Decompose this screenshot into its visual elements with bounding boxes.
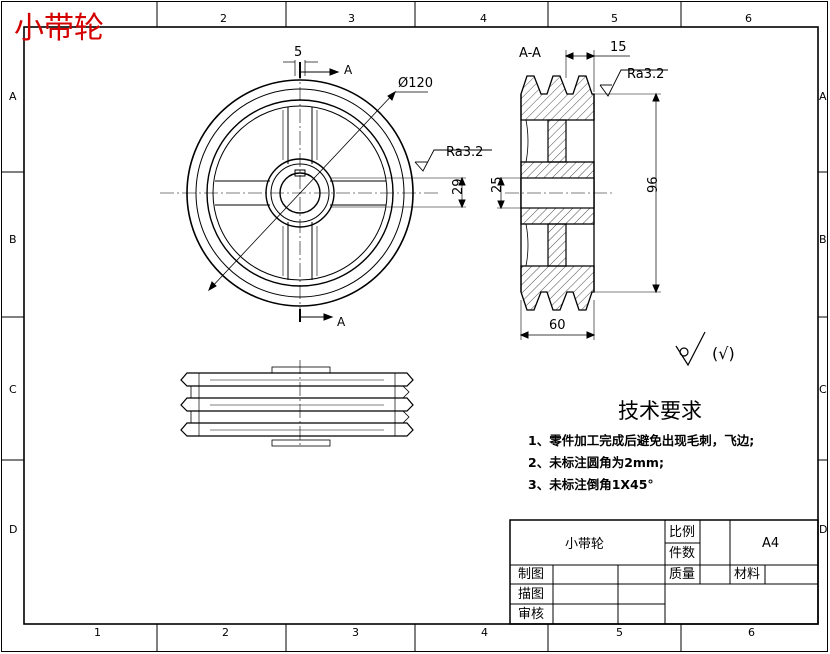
section-view-labels: A-A 15 Ra3.2 25 96 60 (490, 40, 664, 333)
tech-requirement-1: 1、零件加工完成后避免出现毛刺，飞边; (528, 433, 755, 448)
grid-row-d-left: D (9, 523, 17, 536)
grid-col-bottom-4: 4 (481, 626, 488, 639)
grid-col-top-4: 4 (480, 12, 487, 25)
title-block-checked-label: 审核 (518, 607, 545, 622)
dim-diameter: Ø120 (398, 76, 433, 91)
tech-requirements-title: 技术要求 (618, 399, 702, 423)
section-label: A-A (519, 46, 541, 61)
dim-rim-width: 15 (610, 40, 627, 55)
dim-key-width: 5 (294, 45, 302, 60)
section-view (497, 50, 668, 340)
dim-bore: 25 (490, 176, 505, 193)
title-block-mass-label: 质量 (669, 567, 696, 582)
grid-row-c-left: C (9, 383, 17, 396)
grid-row-b-left: B (9, 233, 17, 246)
surface-finish-symbol (675, 331, 706, 367)
tech-requirement-2: 2、未标注圆角为2mm; (528, 455, 664, 470)
roughness-section: Ra3.2 (627, 67, 664, 82)
side-view (180, 360, 414, 448)
grid-row-a-left: A (9, 90, 17, 103)
grid-col-top-3: 3 (348, 12, 355, 25)
grid-row-d-right: D (819, 523, 827, 536)
roughness-front: Ra3.2 (446, 145, 483, 160)
grid-col-bottom-5: 5 (616, 626, 623, 639)
front-view-labels: 5 A A Ø120 Ra3.2 29 (294, 45, 483, 329)
grid-col-bottom-6: 6 (748, 626, 755, 639)
tech-requirement-3: 3、未标注倒角1X45° (528, 477, 654, 492)
title-block-drawn-label: 制图 (518, 567, 545, 582)
grid-col-bottom-3: 3 (352, 626, 359, 639)
dim-hub-height: 29 (451, 178, 466, 195)
section-mark-top: A (344, 63, 353, 77)
front-view (160, 60, 492, 322)
title-block-traced-label: 描图 (518, 587, 545, 602)
grid-labels: 2 3 4 5 6 1 2 3 4 5 6 A B C D A B C D (9, 12, 827, 639)
title-block-quantity-label: 件数 (669, 546, 696, 561)
title-block-part-name: 小带轮 (565, 537, 605, 552)
grid-col-top-5: 5 (611, 12, 618, 25)
grid-row-b-right: B (819, 233, 827, 246)
surface-finish-note: (√) (712, 344, 735, 363)
grid-col-bottom-1: 1 (94, 626, 101, 639)
title-block (509, 519, 819, 625)
drawing-title: 小带轮 (14, 11, 104, 46)
grid-row-a-right: A (819, 90, 827, 103)
grid-row-c-right: C (819, 383, 827, 396)
dim-width: 60 (549, 318, 566, 333)
grid-col-bottom-2: 2 (222, 626, 229, 639)
title-block-scale-label: 比例 (669, 525, 696, 540)
dim-height: 96 (646, 176, 661, 193)
section-mark-bottom: A (337, 315, 346, 329)
inner-border (23, 26, 819, 625)
title-block-size: A4 (762, 536, 780, 551)
title-block-material-label: 材料 (734, 567, 761, 582)
grid-col-top-6: 6 (745, 12, 752, 25)
grid-col-top-2: 2 (220, 12, 227, 25)
